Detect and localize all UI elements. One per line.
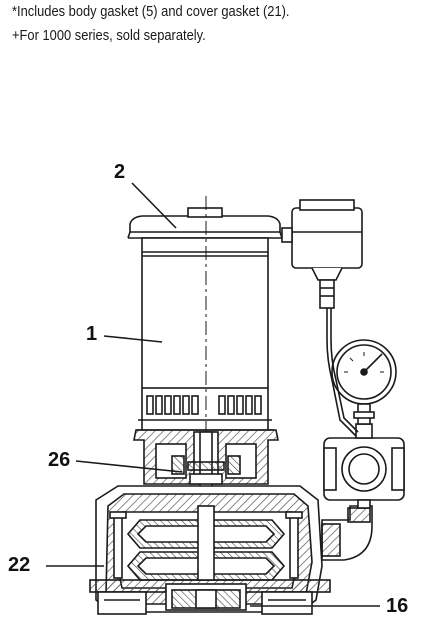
leader-26 [75,460,183,473]
leader-lines [46,182,380,607]
impeller-stack [126,505,286,581]
footnotes: *Includes body gasket (5) and cover gask… [12,0,422,48]
pressure-switch [281,199,363,309]
callout-2: 2 [114,161,125,183]
discharge-tee [323,423,405,509]
sensing-tube-outer [330,308,359,433]
casing-bolts [109,511,303,579]
leader-1 [103,335,163,343]
pressure-gauge [331,339,397,425]
callout-26: 26 [48,449,70,471]
callout-22: 22 [8,554,30,576]
callout-16: 16 [386,595,408,617]
footnote-1000-series: +For 1000 series, sold separately. [12,27,206,44]
motor-cover [127,207,283,239]
suction-chamber [165,583,247,611]
leader-2 [131,182,177,229]
motor-vent-slots [146,395,262,415]
motor-body [136,237,274,431]
sensing-tube [326,308,357,437]
callout-1: 1 [86,323,97,345]
discharge-elbow [321,505,373,561]
footnote-gaskets: *Includes body gasket (5) and cover gask… [12,3,290,20]
